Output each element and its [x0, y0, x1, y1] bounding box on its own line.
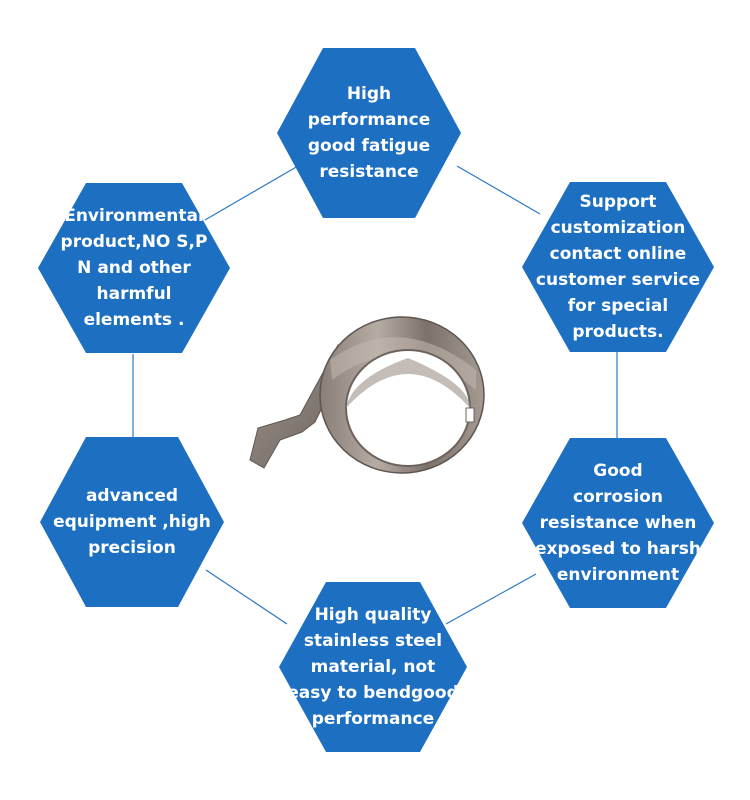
hexagon-bottom: High quality stainless steel material, n… — [279, 582, 467, 752]
hexagon-top-left-text: Environmental product,NO S,P N and other… — [60, 206, 208, 330]
hexagon-bottom-text: High quality stainless steel material, n… — [287, 605, 459, 729]
connector-bottom-right-to-bottom — [445, 573, 537, 625]
connector-top-left-to-top — [204, 165, 299, 221]
connector-bottom-to-bottom-left — [205, 569, 288, 625]
hexagon-top-right-text: Support customization contact online cus… — [535, 192, 701, 342]
torsion-spring-photo — [249, 316, 485, 474]
hexagon-top-text: High performance good fatigue resistance — [307, 84, 431, 182]
hexagon-bottom-left-text: advanced equipment ,high precision — [53, 486, 211, 558]
hexagon-bottom-right-text: Good corrosion resistance when exposed t… — [535, 461, 701, 585]
connector-top-to-top-right — [456, 165, 541, 215]
